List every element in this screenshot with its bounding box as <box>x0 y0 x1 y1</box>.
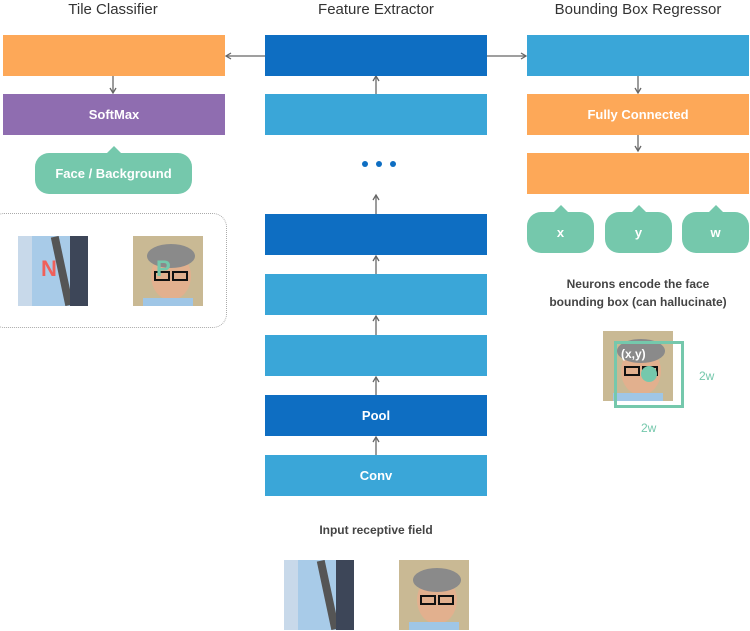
input-receptive-field-caption: Input receptive field <box>319 523 433 537</box>
face-background-output: Face / Background <box>35 146 192 194</box>
tile-classifier-title: Tile Classifier <box>68 1 158 18</box>
regressor-caption-line2: bounding box (can hallucinate) <box>549 295 727 309</box>
bbox-regressor-title: Bounding Box Regressor <box>554 1 722 18</box>
pool-label: Pool <box>361 408 391 423</box>
output-y: y <box>605 205 672 253</box>
conv-block: Conv <box>265 455 487 496</box>
ellipsis-dots <box>362 161 396 167</box>
extractor-layer-2 <box>265 94 487 135</box>
softmax-label: SoftMax <box>88 107 140 122</box>
width-label-bottom: 2w <box>641 421 657 435</box>
input-image-face <box>399 560 469 630</box>
center-point <box>641 366 657 382</box>
output-x-label: x <box>556 225 565 240</box>
fully-connected-block: Fully Connected <box>527 94 749 135</box>
positive-example-image: P <box>133 236 203 306</box>
output-w-label: w <box>710 225 721 240</box>
positive-letter: P <box>156 256 171 281</box>
extractor-top-block <box>265 35 487 76</box>
pool-block: Pool <box>265 395 487 436</box>
input-image-body <box>284 560 354 630</box>
regressor-input-block <box>527 35 749 76</box>
extractor-layer-5 <box>265 274 487 315</box>
coord-label: (x,y) <box>621 347 646 361</box>
conv-label: Conv <box>359 468 393 483</box>
classifier-input-block <box>3 35 225 76</box>
face-background-label: Face / Background <box>55 166 172 181</box>
fully-connected-label: Fully Connected <box>587 107 689 122</box>
negative-example-image: N <box>18 236 88 306</box>
softmax-block: SoftMax <box>3 94 225 135</box>
extractor-layer-6 <box>265 335 487 376</box>
output-y-label: y <box>634 225 643 240</box>
classifier-examples-box <box>0 213 227 328</box>
extractor-layer-4 <box>265 214 487 255</box>
negative-letter: N <box>41 256 57 281</box>
feature-extractor-title: Feature Extractor <box>318 1 434 18</box>
output-x: x <box>527 205 594 253</box>
output-w: w <box>682 205 749 253</box>
bounding-box <box>614 341 684 408</box>
width-label-right: 2w <box>699 369 715 383</box>
regressor-output-layer <box>527 153 749 194</box>
regressor-caption-line1: Neurons encode the face <box>566 277 710 291</box>
